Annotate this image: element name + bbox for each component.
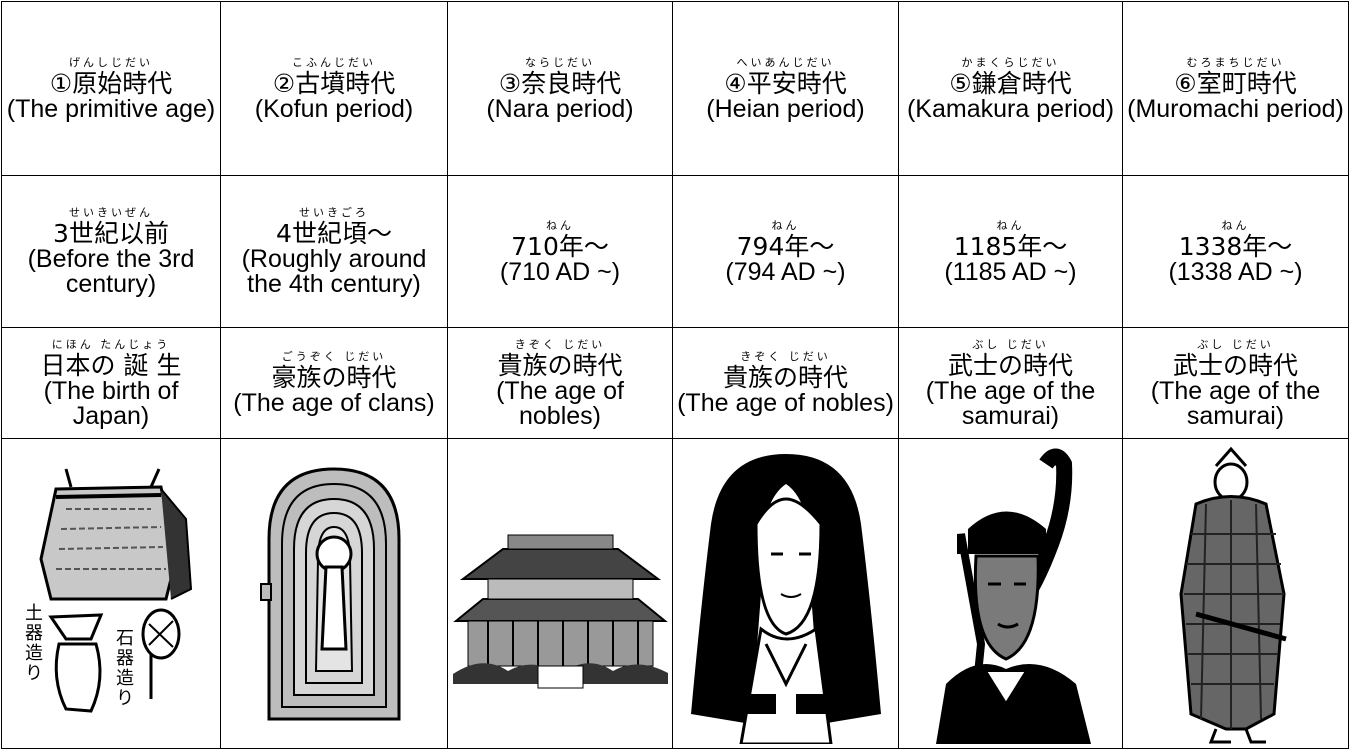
ruby: かまくらじだい [961,55,1060,69]
ruby: へいあんじだい [736,55,835,69]
era-cell: きぞく じだい貴族の時代(The age of nobles) [672,327,899,439]
pottery-label-char-4: り [25,663,43,684]
pottery-label-char-2: 器 [25,623,43,644]
era-en: (The age of clans) [233,389,435,417]
kamakura-noble-icon [935,448,1091,744]
date-en: (794 AD ~) [725,257,846,286]
nara-temple-icon [452,534,668,688]
date-en: (1338 AD ~) [1168,257,1303,286]
stone-tools-label-char-2: 器 [116,648,134,669]
era-jp: 武士の時代 [1172,350,1298,380]
date-jp: 1185年～ [953,231,1068,261]
date-jp: 794年～ [736,231,835,261]
ruby: きぞく じだい [514,337,606,351]
ruby: こふんじだい [292,55,376,69]
period-name-jp: ②古墳時代 [272,68,396,98]
pottery-label-char-3: 造 [25,643,43,664]
era-en: (The birth of Japan) [43,376,179,430]
period-name-en: (Kamakura period) [906,94,1115,123]
era-cell: ごうぞく じだい豪族の時代(The age of clans) [220,327,448,439]
stone-tools-label-char-1: 石 [116,628,134,649]
image-cell-primitive: 土 器 造 り 石 器 造 り [1,438,221,749]
date-en: (710 AD ~) [499,257,621,286]
date-jp: 4世紀頃～ [276,219,392,248]
ruby: ぶし じだい [1197,337,1274,351]
ruby: ごうぞく じだい [281,350,387,363]
pottery-label-char-1: 土 [25,603,43,624]
muromachi-samurai-icon [1178,446,1287,743]
ruby: むろまちじだい [1186,55,1285,69]
era-jp: 日本の 誕 生 [40,350,182,380]
stone-tools-label-char-4: り [116,688,134,709]
era-en: (The age of the samurai) [925,376,1096,430]
era-cell: にほん たんじょう日本の 誕 生(The birth of Japan) [1,327,221,439]
ruby: にほん たんじょう [51,337,171,351]
ruby: ぶし じだい [972,337,1049,351]
image-cell-nara [447,438,673,749]
stone-tools-label: 石 器 造 り [116,628,134,709]
era-cell: ぶし じだい武士の時代(The age of the samurai) [1122,327,1349,439]
date-jp: 3世紀以前 [53,219,169,248]
illustration-row: 土 器 造 り 石 器 造 り [1,438,1349,749]
period-name-en: (Heian period) [706,94,865,123]
era-description-row: にほん たんじょう日本の 誕 生(The birth of Japan) ごうぞ… [1,327,1349,439]
period-name-jp: ④平安時代 [724,68,847,98]
era-en: (The age of the samurai) [1150,376,1321,430]
era-jp: 豪族の時代 [271,363,397,392]
ruby: せいきいぜん [69,206,153,219]
ruby: ねん [771,218,800,232]
pottery-label: 土 器 造 り [25,603,43,684]
ruby: せいきごろ [299,206,369,219]
period-name-en: (Muromachi period) [1127,94,1344,123]
ruby: ねん [996,218,1025,232]
era-jp: 貴族の時代 [497,350,623,380]
era-en: (The age of nobles) [496,376,624,430]
keyhole-tomb-icon [260,466,401,720]
era-cell: ぶし じだい武士の時代(The age of the samurai) [898,327,1123,439]
date-jp: 710年～ [511,231,609,261]
era-en: (The age of nobles) [677,389,894,417]
era-jp: 武士の時代 [947,350,1073,380]
primitive-tools-icon: 土 器 造 り 石 器 造 り [25,467,193,713]
ruby: きぞく じだい [740,350,831,363]
era-jp: 貴族の時代 [722,363,848,392]
ruby: ならじだい [525,55,595,69]
stone-tools-label-char-3: 造 [116,668,134,689]
heian-noblewoman-icon [690,453,881,744]
period-name-en: (Kofun period) [254,94,414,123]
image-cell-heian [672,438,899,749]
image-cell-muromachi [1122,438,1349,749]
period-name-jp: ⑥室町時代 [1174,68,1297,98]
image-cell-kofun [220,438,448,749]
period-name-jp: ①原始時代 [49,68,173,98]
image-cell-kamakura [898,438,1123,749]
date-en: (1185 AD ~) [944,257,1077,286]
ruby: ねん [546,218,574,232]
period-name-en: (The primitive age) [6,94,216,123]
period-name-jp: ③奈良時代 [498,68,622,98]
period-name-en: (Nara period) [486,94,634,123]
ruby: げんしじだい [69,55,153,69]
era-cell: きぞく じだい貴族の時代(The age of nobles) [447,327,673,439]
period-name-jp: ⑤鎌倉時代 [949,68,1072,98]
date-jp: 1338年～ [1178,231,1293,261]
date-en: (Before the 3rd century) [27,245,195,298]
ruby: ねん [1221,218,1250,232]
date-en: (Roughly around the 4th century) [241,245,427,298]
